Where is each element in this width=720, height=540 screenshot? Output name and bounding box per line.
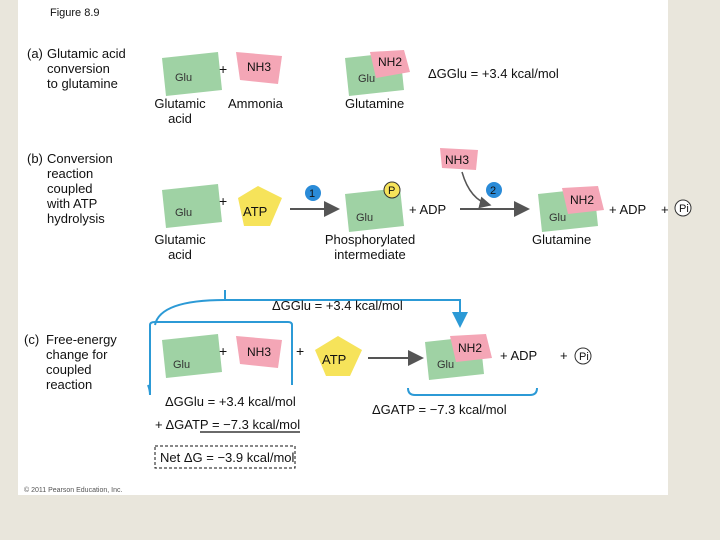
- phosphate-symbol-b: [383, 181, 401, 199]
- glu-shape-c1: [162, 334, 222, 378]
- step-2-badge: [486, 182, 502, 198]
- panel-a-title-1: Glutamic acid: [47, 46, 126, 61]
- panel-a-title-3: to glutamine: [47, 76, 118, 91]
- glu-label-b1: Glu: [175, 207, 192, 219]
- plus-a1: +: [219, 61, 227, 77]
- nh3-shape-b: [440, 148, 478, 170]
- atp-shape-c: [315, 336, 362, 376]
- panel-c-title-2: change for: [46, 347, 108, 362]
- pi-symbol-b: [674, 199, 692, 217]
- panel-c-letter: (c): [24, 332, 40, 347]
- panel-b-title-3: coupled: [47, 181, 93, 196]
- atp-label-c: ATP: [322, 352, 346, 367]
- panel-a-name-ammonia: Ammonia: [228, 96, 283, 111]
- adp-label-b2: + ADP: [609, 202, 646, 217]
- nh3-shape-a: [236, 52, 282, 84]
- plus-c1: +: [219, 343, 227, 359]
- panel-b-title-1: Conversion: [47, 151, 113, 166]
- nh2-label-c: NH2: [458, 341, 482, 355]
- nh2-shape-c: [450, 334, 492, 362]
- panel-b-letter: (b): [27, 151, 43, 166]
- panel-b-name-intermediate-1: Phosphorylated: [324, 232, 416, 247]
- glu-label-a1: Glu: [175, 72, 192, 84]
- nh3-curve-arrow: [461, 171, 492, 209]
- pi-label-c: Pi: [579, 351, 589, 363]
- adp-label-c: + ADP: [500, 348, 537, 363]
- net-box: [154, 445, 296, 469]
- panel-a-title-2: conversion: [47, 61, 110, 76]
- nh3-label-b: NH3: [445, 153, 469, 167]
- figure-label: Figure 8.9: [50, 7, 100, 19]
- panel-b-delta-g: ΔGGlu = +3.4 kcal/mol: [272, 298, 403, 313]
- plus-c3: +: [560, 348, 568, 363]
- panel-b-title-4: with ATP: [47, 196, 98, 211]
- panel-a-letter: (a): [27, 46, 43, 61]
- plus-b1: +: [219, 193, 227, 209]
- panel-c-title-1: Free-energy: [46, 332, 117, 347]
- step-1-label: 1: [309, 188, 315, 200]
- panel-a-name-glutamine: Glutamine: [345, 96, 405, 111]
- glu-shape-b2: [345, 188, 404, 232]
- nh3-label-a: NH3: [247, 60, 271, 74]
- panel-c-title-4: reaction: [46, 377, 93, 392]
- panel-b-title-2: reaction: [47, 166, 94, 181]
- pi-label-b: Pi: [679, 203, 689, 215]
- panel-b-name-glutamic-1: Glutamic: [154, 232, 206, 247]
- panel-a-name-glutamic-1: Glutamic: [154, 96, 206, 111]
- nh2-label-b: NH2: [570, 193, 594, 207]
- copyright: © 2011 Pearson Education, Inc.: [24, 487, 123, 494]
- panel-b-name-intermediate-2: intermediate: [334, 247, 406, 262]
- bracket-left: [147, 321, 293, 396]
- glu-label-b3: Glu: [549, 212, 566, 224]
- nh3-shape-c: [236, 336, 282, 368]
- atp-shape-b: [238, 186, 282, 226]
- panel-c-net: Net ΔG = −3.9 kcal/mol: [160, 450, 295, 465]
- glu-shape-b1: [162, 184, 222, 228]
- glu-shape-a1: [162, 52, 222, 96]
- pi-symbol-c: [574, 347, 592, 365]
- panel-a-name-glutamic-2: acid: [168, 111, 192, 126]
- panel-b-name-glutamine: Glutamine: [532, 232, 592, 247]
- adp-label-b1: + ADP: [409, 202, 446, 217]
- glu-label-a2: Glu: [358, 73, 375, 85]
- glu-label-b2: Glu: [356, 212, 373, 224]
- panel-c-dg-glu: ΔGGlu = +3.4 kcal/mol: [165, 394, 296, 409]
- panel-c-dg-atp-right: ΔGATP = −7.3 kcal/mol: [372, 402, 507, 417]
- panel-b-name-glutamic-2: acid: [168, 247, 192, 262]
- plus-c2: +: [296, 343, 304, 359]
- phosphate-label-b: P: [388, 185, 395, 197]
- glu-label-c2: Glu: [437, 359, 454, 371]
- step-1-badge: [305, 185, 321, 201]
- bracket-right: [407, 387, 538, 396]
- panel-a-delta-g: ΔGGlu = +3.4 kcal/mol: [428, 66, 559, 81]
- nh3-label-c: NH3: [247, 345, 271, 359]
- panel-c-title-3: coupled: [46, 362, 92, 377]
- nh2-shape-b: [562, 186, 604, 214]
- panel-c-dg-atp-left: + ΔGATP = −7.3 kcal/mol: [155, 417, 301, 432]
- figure-panel: [18, 0, 668, 495]
- nh2-shape-a: [370, 50, 410, 78]
- glu-label-c1: Glu: [173, 359, 190, 371]
- plus-b2: +: [661, 202, 669, 217]
- nh2-label-a: NH2: [378, 55, 402, 69]
- step-2-label: 2: [490, 185, 496, 197]
- panel-b-title-5: hydrolysis: [47, 211, 105, 226]
- atp-label-b: ATP: [243, 204, 267, 219]
